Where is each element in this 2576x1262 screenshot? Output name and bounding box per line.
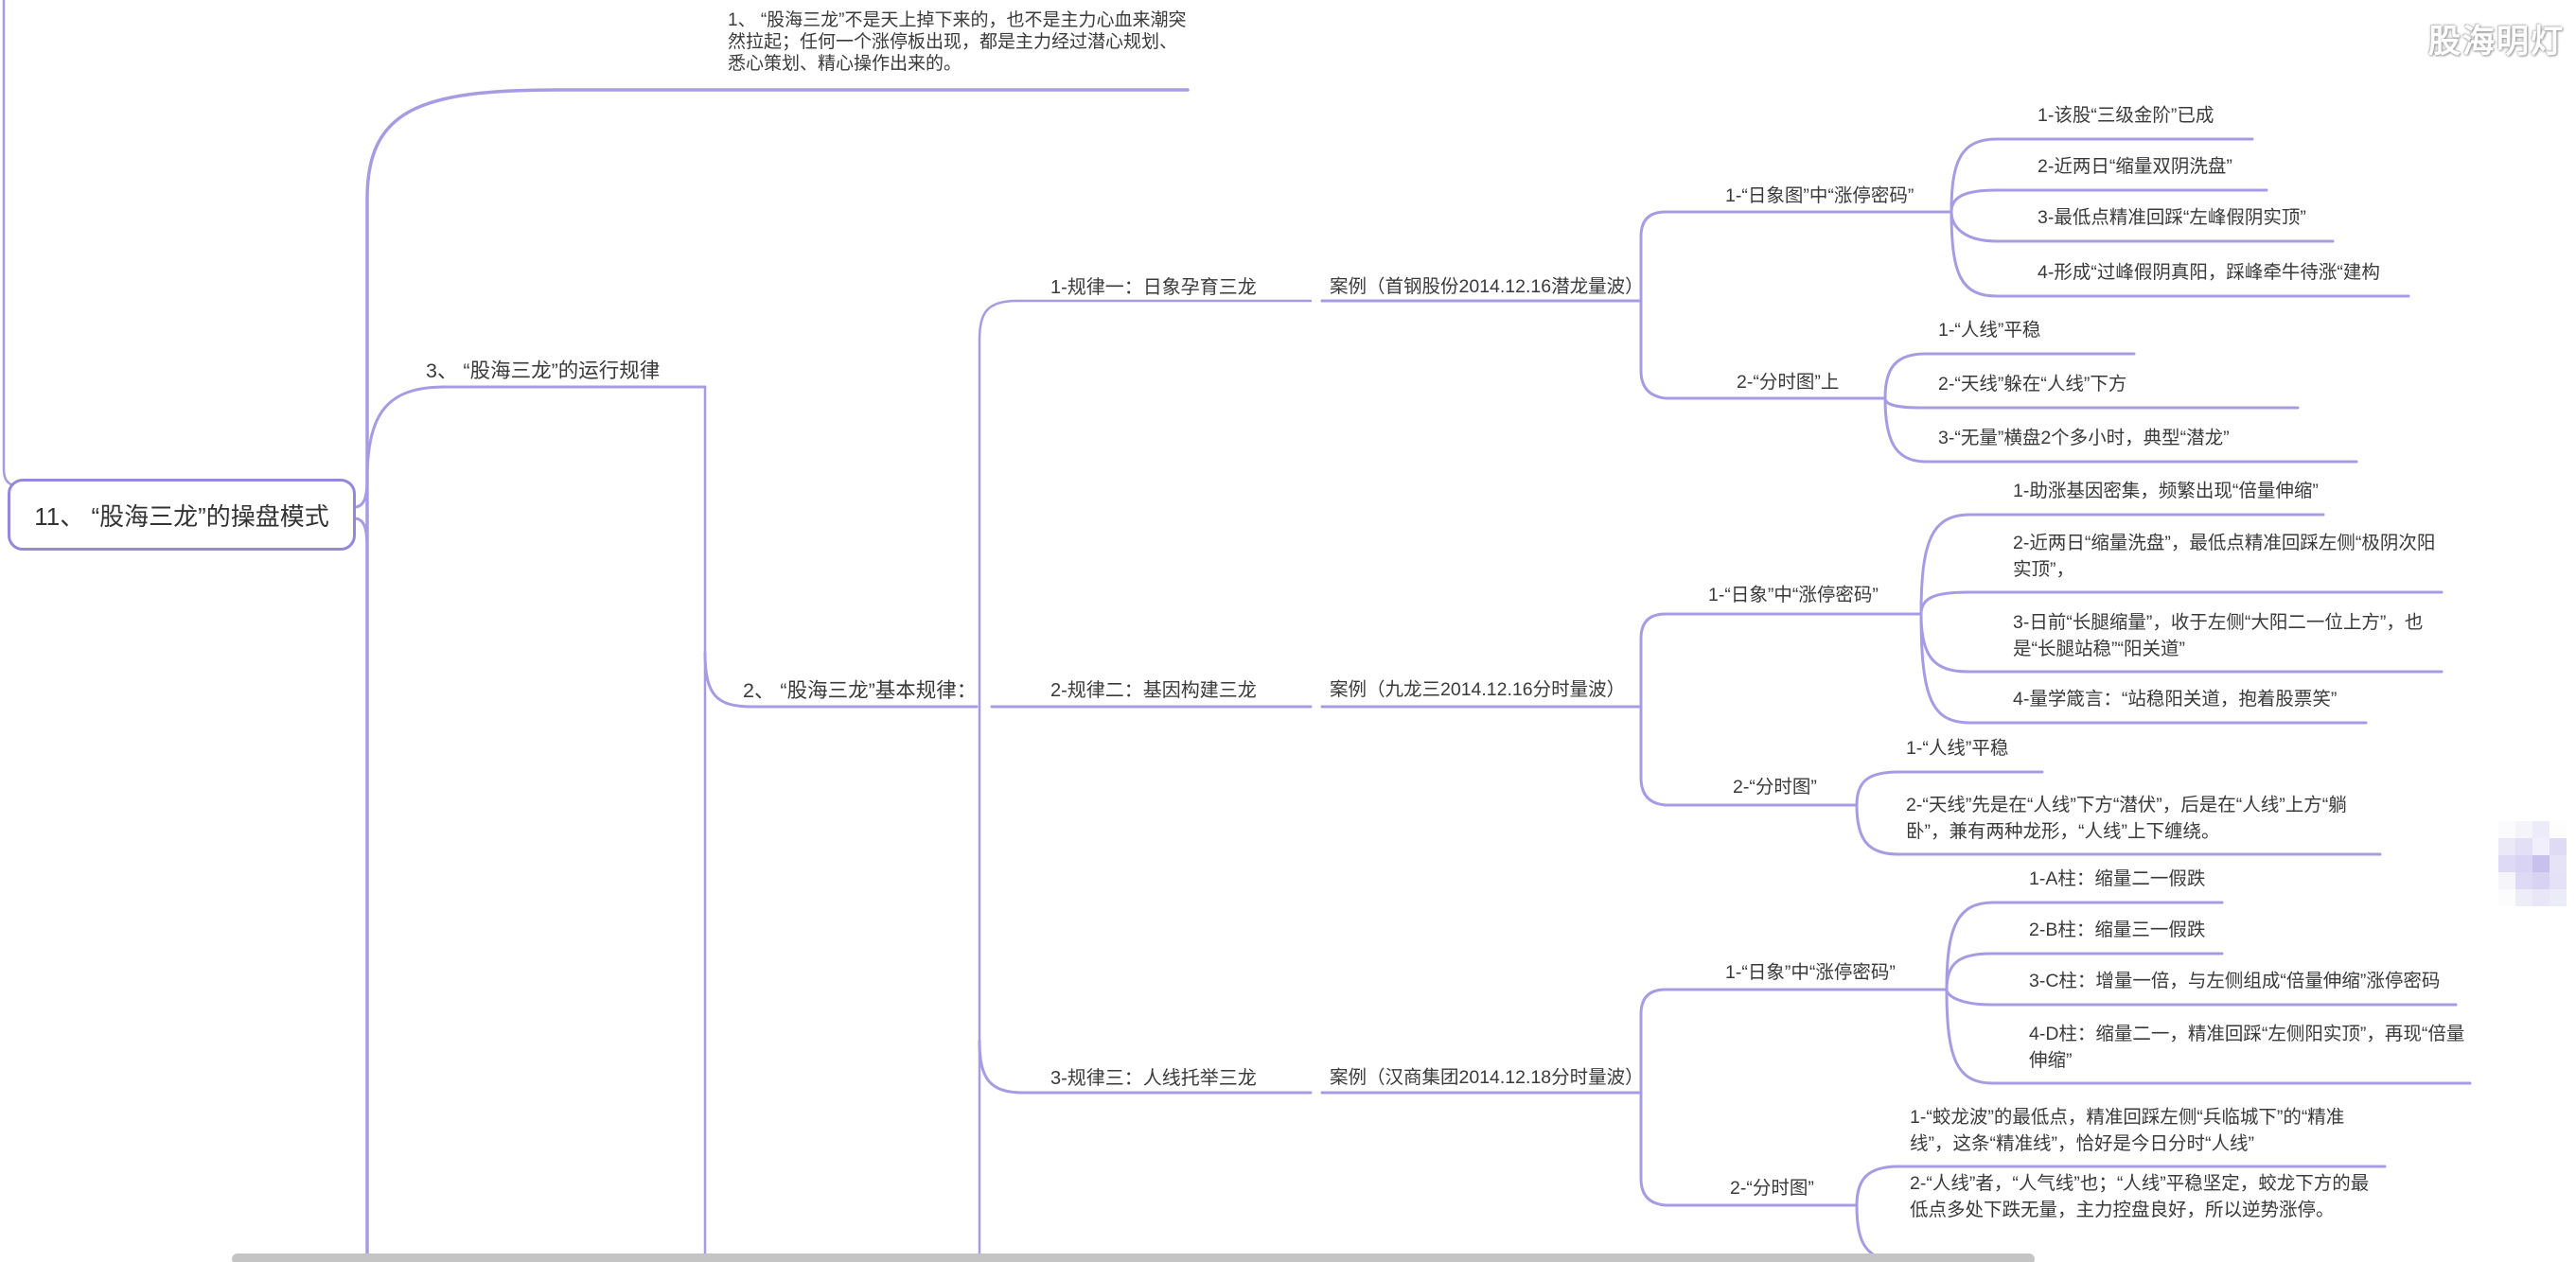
root-topic-label: 11、 “股海三龙”的操盘模式 xyxy=(34,501,329,531)
topic-2-basic-law[interactable]: 2、 “股海三龙”基本规律： xyxy=(743,679,978,702)
rule3-case-topic[interactable]: 案例（汉商集团2014.12.18分时量波） xyxy=(1330,1067,1644,1088)
rule3-group1-title[interactable]: 1-“日象”中“涨停密码” xyxy=(1725,962,1896,983)
leaf-topic[interactable]: 2-“人线”者，“人气线”也；“人线”平稳坚定，蛟龙下方的最低点多处下跌无量，主… xyxy=(1910,1173,2370,1220)
brand-watermark: 股海明灯 xyxy=(2428,24,2565,60)
leaf-topic[interactable]: 2-B柱：缩量三一假跌 xyxy=(2029,920,2206,940)
root-topic[interactable]: 11、 “股海三龙”的操盘模式 xyxy=(8,479,356,551)
rule2-topic[interactable]: 2-规律二：基因构建三龙 xyxy=(1050,680,1257,701)
leaf-topic[interactable]: 3-C柱：增量一倍，与左侧组成“倍量伸缩”涨停密码 xyxy=(2029,971,2441,991)
rule1-topic[interactable]: 1-规律一：日象孕育三龙 xyxy=(1050,277,1257,298)
topic-3-operating-law[interactable]: 3、 “股海三龙”的运行规律 xyxy=(426,359,661,382)
leaf-topic[interactable]: 4-形成“过峰假阴真阳，踩峰牵牛待涨“建构 xyxy=(2038,262,2380,283)
rule2-group1-title[interactable]: 1-“日象”中“涨停密码” xyxy=(1708,585,1879,605)
rule1-case-topic[interactable]: 案例（首钢股份2014.12.16潜龙量波） xyxy=(1330,276,1644,297)
leaf-topic[interactable]: 2-“天线”先是在“人线”下方“潜伏”，后是在“人线”上方“躺卧”，兼有两种龙形… xyxy=(1906,795,2347,842)
leaf-topic[interactable]: 1-该股“三级金阶”已成 xyxy=(2038,105,2214,126)
leaf-topic[interactable]: 4-量学箴言：“站稳阳关道，抱着股票笑” xyxy=(2013,689,2338,710)
rule1-group2-title[interactable]: 2-“分时图”上 xyxy=(1737,372,1840,393)
leaf-topic[interactable]: 1-“人线”平稳 xyxy=(1938,320,2041,341)
leaf-topic[interactable]: 4-D柱：缩量二一，精准回踩“左侧阳实顶”，再现“倍量伸缩” xyxy=(2029,1024,2465,1071)
mosaic-watermark xyxy=(2498,821,2567,906)
leaf-topic[interactable]: 2-近两日“缩量双阴洗盘” xyxy=(2038,156,2232,177)
leaf-topic[interactable]: 1-A柱：缩量二一假跌 xyxy=(2029,868,2206,889)
rule2-group2-title[interactable]: 2-“分时图” xyxy=(1733,777,1817,798)
rule3-group2-title[interactable]: 2-“分时图” xyxy=(1730,1178,1814,1199)
intro-topic[interactable]: 1、 “股海三龙”不是天上掉下来的，也不是主力心血来潮突然拉起；任何一个涨停板出… xyxy=(728,10,1187,74)
leaf-topic[interactable]: 2-近两日“缩量洗盘”，最低点精准回踩左侧“极阴次阳实顶”， xyxy=(2013,533,2436,580)
leaf-topic[interactable]: 2-“天线”躲在“人线”下方 xyxy=(1938,374,2127,394)
leaf-topic[interactable]: 3-“无量”横盘2个多小时，典型“潜龙” xyxy=(1938,428,2230,448)
leaf-topic[interactable]: 3-日前“长腿缩量”，收于左侧“大阳二一位上方”，也是“长腿站稳”“阳关道” xyxy=(2013,612,2424,659)
leaf-topic[interactable]: 3-最低点精准回踩“左峰假阴实顶” xyxy=(2038,207,2306,228)
rule3-topic[interactable]: 3-规律三：人线托举三龙 xyxy=(1050,1068,1257,1089)
leaf-topic[interactable]: 1-“人线”平稳 xyxy=(1906,738,2009,759)
rule2-case-topic[interactable]: 案例（九龙三2014.12.16分时量波） xyxy=(1330,679,1626,700)
leaf-topic[interactable]: 1-助涨基因密集，频繁出现“倍量伸缩” xyxy=(2013,481,2319,501)
horizontal-scrollbar[interactable] xyxy=(232,1253,2035,1262)
leaf-topic[interactable]: 1-“蛟龙波”的最低点，精准回踩左侧“兵临城下”的“精准线”，这条“精准线”，恰… xyxy=(1910,1107,2345,1154)
rule1-group1-title[interactable]: 1-“日象图”中“涨停密码” xyxy=(1725,185,1914,206)
